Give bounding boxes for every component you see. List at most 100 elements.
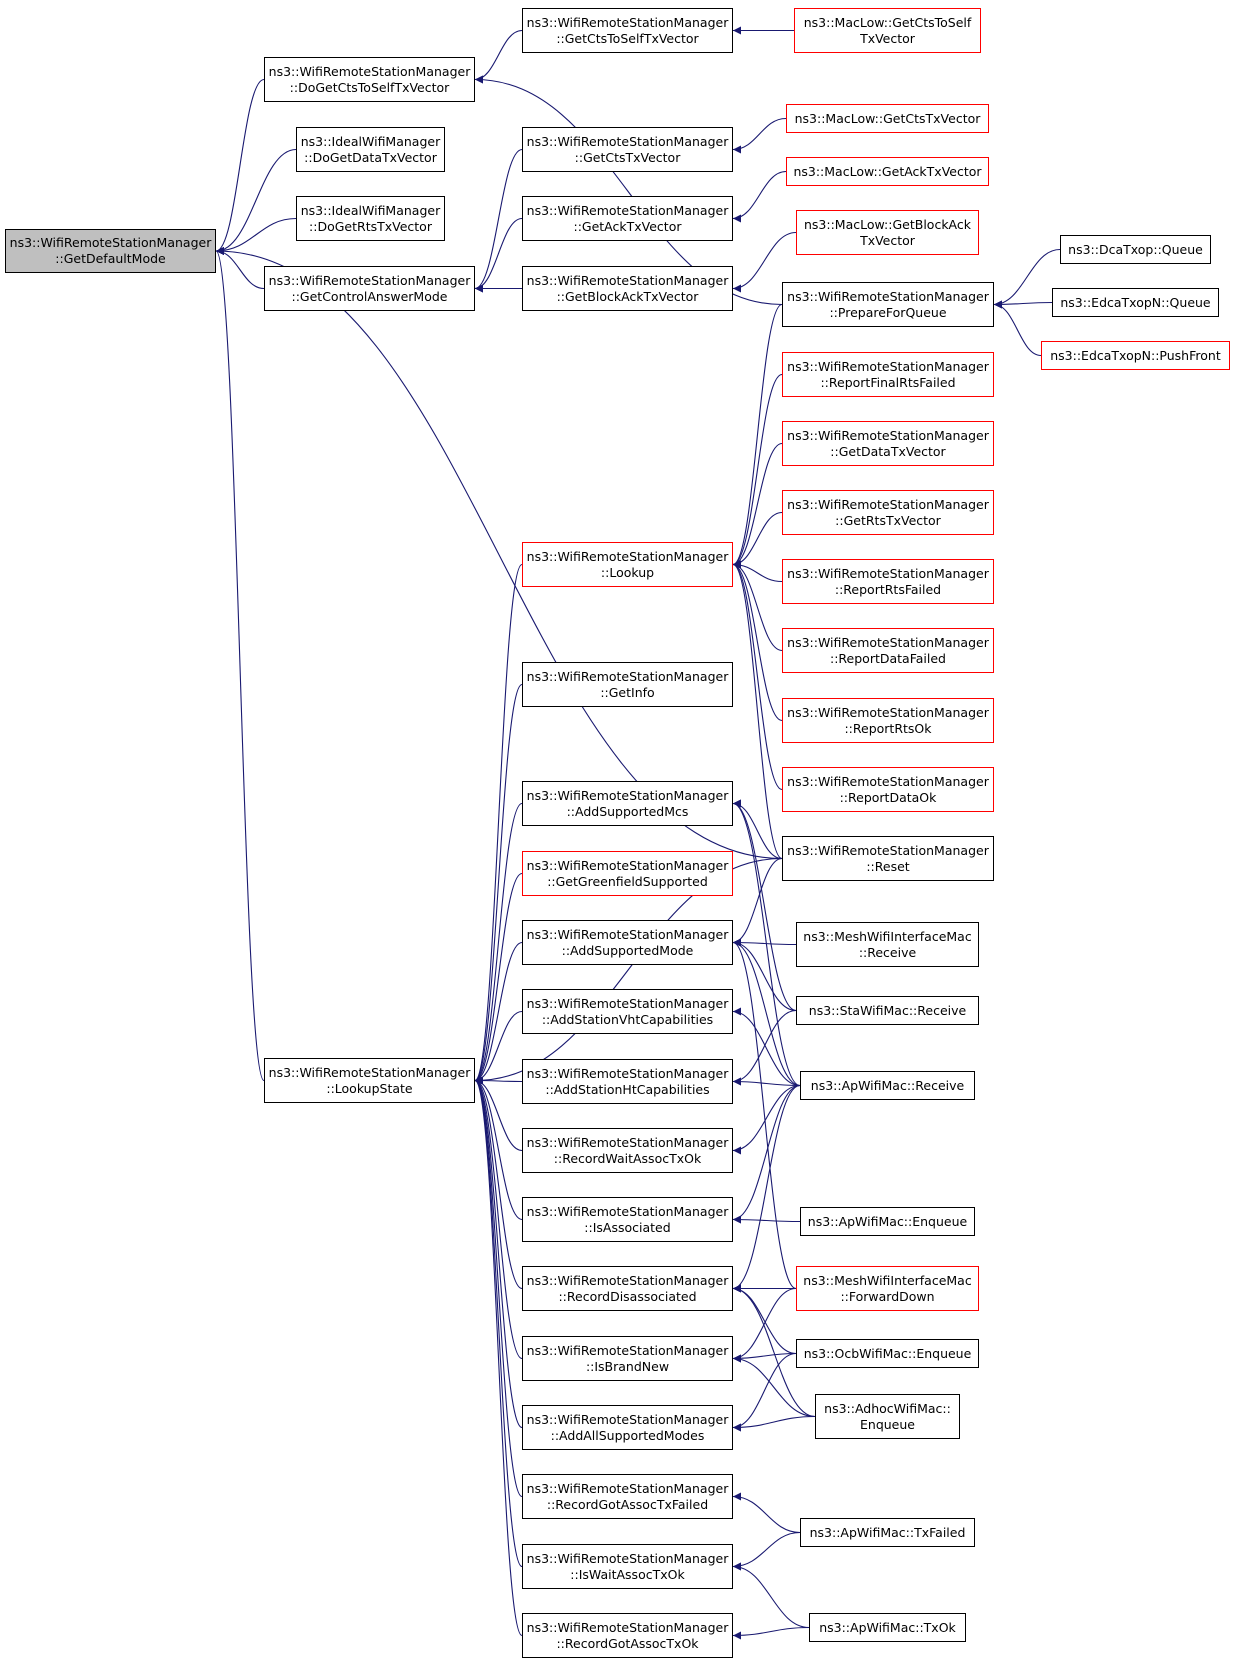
node-sta-recv[interactable]: ns3::StaWifiMac::Receive xyxy=(796,996,979,1025)
node-rep-rts-fail[interactable]: ns3::WifiRemoteStationManager::ReportRts… xyxy=(782,559,994,604)
node-edca-push[interactable]: ns3::EdcaTxopN::PushFront xyxy=(1041,341,1230,370)
node-rep-data-fail[interactable]: ns3::WifiRemoteStationManager::ReportDat… xyxy=(782,628,994,673)
edge-reset-to-lookup xyxy=(732,560,783,860)
edge-meshFwd-to-addMode xyxy=(732,938,797,1290)
edge-macBlockAck-to-getBlockAck xyxy=(732,231,797,293)
edge-apRecv-to-recDisassoc xyxy=(732,1084,801,1293)
node-label-line2: ::ReportDataOk xyxy=(839,789,937,805)
node-label-line2: ::RecordWaitAssocTxOk xyxy=(553,1150,702,1166)
node-add-mode[interactable]: ns3::WifiRemoteStationManager::AddSuppor… xyxy=(522,920,733,965)
node-do-get-cts[interactable]: ns3::WifiRemoteStationManager::DoGetCtsT… xyxy=(264,57,475,102)
node-add-vht[interactable]: ns3::WifiRemoteStationManager::AddStatio… xyxy=(522,989,733,1034)
node-label-line2: ::Receive xyxy=(858,944,917,960)
node-adhoc-enq[interactable]: ns3::AdhocWifiMac::Enqueue xyxy=(815,1394,960,1439)
node-ctrl-answer[interactable]: ns3::WifiRemoteStationManager::GetContro… xyxy=(264,266,475,311)
node-rec-got-fail[interactable]: ns3::WifiRemoteStationManager::RecordGot… xyxy=(522,1474,733,1519)
node-label-line2: Enqueue xyxy=(860,1416,915,1432)
node-ap-tx-fail[interactable]: ns3::ApWifiMac::TxFailed xyxy=(800,1518,975,1547)
node-ap-recv[interactable]: ns3::ApWifiMac::Receive xyxy=(800,1071,975,1100)
edge-apRecv-to-addMcs xyxy=(732,799,801,1087)
node-label-line1: ns3::ApWifiMac::TxFailed xyxy=(809,1524,966,1540)
edge-getAck-to-ctrlAnswer xyxy=(474,217,523,293)
node-label-line2: ::AddStationVhtCapabilities xyxy=(541,1011,714,1027)
node-get-rts-tx[interactable]: ns3::WifiRemoteStationManager::GetRtsTxV… xyxy=(782,490,994,535)
edge-repFinalRts-to-lookup xyxy=(732,373,783,569)
node-get-data-tx[interactable]: ns3::WifiRemoteStationManager::GetDataTx… xyxy=(782,421,994,466)
node-mac-ack[interactable]: ns3::MacLow::GetAckTxVector xyxy=(786,157,989,186)
node-rep-rts-ok[interactable]: ns3::WifiRemoteStationManager::ReportRts… xyxy=(782,698,994,743)
node-rec-got-ok[interactable]: ns3::WifiRemoteStationManager::RecordGot… xyxy=(522,1613,733,1658)
node-label-line1: ns3::StaWifiMac::Receive xyxy=(808,1002,967,1018)
node-label-line1: ns3::WifiRemoteStationManager xyxy=(526,995,729,1011)
node-label-line2: ::GetControlAnswerMode xyxy=(291,288,448,304)
edge-idealData-to-root xyxy=(215,148,297,255)
node-add-ht[interactable]: ns3::WifiRemoteStationManager::AddStatio… xyxy=(522,1059,733,1104)
node-label-line2: ::ReportFinalRtsFailed xyxy=(820,374,956,390)
node-label-line1: ns3::WifiRemoteStationManager xyxy=(9,235,212,250)
node-label-line2: ::AddStationHtCapabilities xyxy=(545,1081,710,1097)
node-prepare[interactable]: ns3::WifiRemoteStationManager::PrepareFo… xyxy=(782,282,994,327)
node-ocb-enq[interactable]: ns3::OcbWifiMac::Enqueue xyxy=(796,1339,979,1368)
node-mac-cts[interactable]: ns3::MacLow::GetCtsTxVector xyxy=(786,104,989,133)
node-label-line2: ::IsAssociated xyxy=(584,1219,671,1235)
node-label-line1: ns3::WifiRemoteStationManager xyxy=(526,133,729,149)
node-edca-queue[interactable]: ns3::EdcaTxopN::Queue xyxy=(1052,288,1219,317)
edge-ocbEnq-to-recDisassoc xyxy=(732,1284,797,1355)
node-get-cts-to-self[interactable]: ns3::WifiRemoteStationManager::GetCtsToS… xyxy=(522,8,733,53)
node-label-line2: ::Lookup xyxy=(600,564,655,580)
node-label-line1: ns3::WifiRemoteStationManager xyxy=(787,427,989,443)
node-label-line2: ::AddSupportedMode xyxy=(561,942,694,958)
edge-recDisassoc-to-lookupState xyxy=(474,1076,523,1290)
edge-addAll-to-lookupState xyxy=(474,1076,523,1429)
node-ap-tx-ok[interactable]: ns3::ApWifiMac::TxOk xyxy=(809,1613,966,1642)
node-greenfield[interactable]: ns3::WifiRemoteStationManager::GetGreenf… xyxy=(522,851,733,896)
node-mesh-recv[interactable]: ns3::MeshWifiInterfaceMac::Receive xyxy=(796,922,979,967)
edge-adhocEnq-to-recDisassoc xyxy=(732,1284,816,1418)
node-label-line2: ::ReportRtsOk xyxy=(844,720,932,736)
node-dca-queue[interactable]: ns3::DcaTxop::Queue xyxy=(1060,235,1211,264)
edge-idealRts-to-root xyxy=(215,217,297,255)
node-label-line1: ns3::IdealWifiManager xyxy=(300,202,441,218)
node-add-all[interactable]: ns3::WifiRemoteStationManager::AddAllSup… xyxy=(522,1405,733,1450)
node-is-assoc[interactable]: ns3::WifiRemoteStationManager::IsAssocia… xyxy=(522,1197,733,1242)
node-get-block-ack[interactable]: ns3::WifiRemoteStationManager::GetBlockA… xyxy=(522,266,733,311)
node-rep-final-rts[interactable]: ns3::WifiRemoteStationManager::ReportFin… xyxy=(782,352,994,397)
node-is-brand-new[interactable]: ns3::WifiRemoteStationManager::IsBrandNe… xyxy=(522,1336,733,1381)
node-ap-enq[interactable]: ns3::ApWifiMac::Enqueue xyxy=(800,1207,975,1236)
node-mesh-fwd[interactable]: ns3::MeshWifiInterfaceMac::ForwardDown xyxy=(796,1266,979,1311)
node-ideal-rts[interactable]: ns3::IdealWifiManager::DoGetRtsTxVector xyxy=(296,196,445,241)
node-root[interactable]: ns3::WifiRemoteStationManager::GetDefaul… xyxy=(5,229,216,273)
node-label-line2: ::DoGetDataTxVector xyxy=(304,149,437,165)
node-get-ack[interactable]: ns3::WifiRemoteStationManager::GetAckTxV… xyxy=(522,196,733,241)
node-label-line2: ::GetDataTxVector xyxy=(830,443,946,459)
node-label-line1: ns3::WifiRemoteStationManager xyxy=(787,842,989,858)
edge-recGotFail-to-lookupState xyxy=(474,1076,523,1498)
node-lookup-state[interactable]: ns3::WifiRemoteStationManager::LookupSta… xyxy=(264,1058,475,1103)
node-label-line1: ns3::WifiRemoteStationManager xyxy=(526,14,729,30)
node-lookup[interactable]: ns3::WifiRemoteStationManager::Lookup xyxy=(522,542,733,587)
edge-lookupState-to-root xyxy=(215,247,265,1082)
edge-macAck-to-getAck xyxy=(732,170,787,223)
node-reset[interactable]: ns3::WifiRemoteStationManager::Reset xyxy=(782,836,994,881)
node-rep-data-ok[interactable]: ns3::WifiRemoteStationManager::ReportDat… xyxy=(782,767,994,812)
node-get-cts[interactable]: ns3::WifiRemoteStationManager::GetCtsTxV… xyxy=(522,127,733,172)
node-is-wait[interactable]: ns3::WifiRemoteStationManager::IsWaitAss… xyxy=(522,1544,733,1589)
node-label-line2: ::GetGreenfieldSupported xyxy=(547,873,708,889)
node-ideal-data[interactable]: ns3::IdealWifiManager::DoGetDataTxVector xyxy=(296,127,445,172)
node-rec-disassoc[interactable]: ns3::WifiRemoteStationManager::RecordDis… xyxy=(522,1266,733,1311)
edge-recGotOk-to-lookupState xyxy=(474,1076,523,1637)
node-add-mcs[interactable]: ns3::WifiRemoteStationManager::AddSuppor… xyxy=(522,781,733,826)
node-rec-wait[interactable]: ns3::WifiRemoteStationManager::RecordWai… xyxy=(522,1128,733,1173)
node-label-line1: ns3::WifiRemoteStationManager xyxy=(526,1342,729,1358)
edge-edcaPush-to-prepare xyxy=(993,300,1042,357)
edge-apTxOk-to-recGotOk xyxy=(732,1626,810,1640)
node-get-info[interactable]: ns3::WifiRemoteStationManager::GetInfo xyxy=(522,662,733,707)
edge-repDataOk-to-lookup xyxy=(732,560,783,791)
node-label-line2: ::LookupState xyxy=(326,1080,413,1096)
node-label-line1: ns3::WifiRemoteStationManager xyxy=(526,548,729,564)
node-label-line1: ns3::WifiRemoteStationManager xyxy=(526,1480,729,1496)
node-label-line1: ns3::WifiRemoteStationManager xyxy=(787,773,989,789)
node-label-line2: ::ReportRtsFailed xyxy=(834,581,942,597)
